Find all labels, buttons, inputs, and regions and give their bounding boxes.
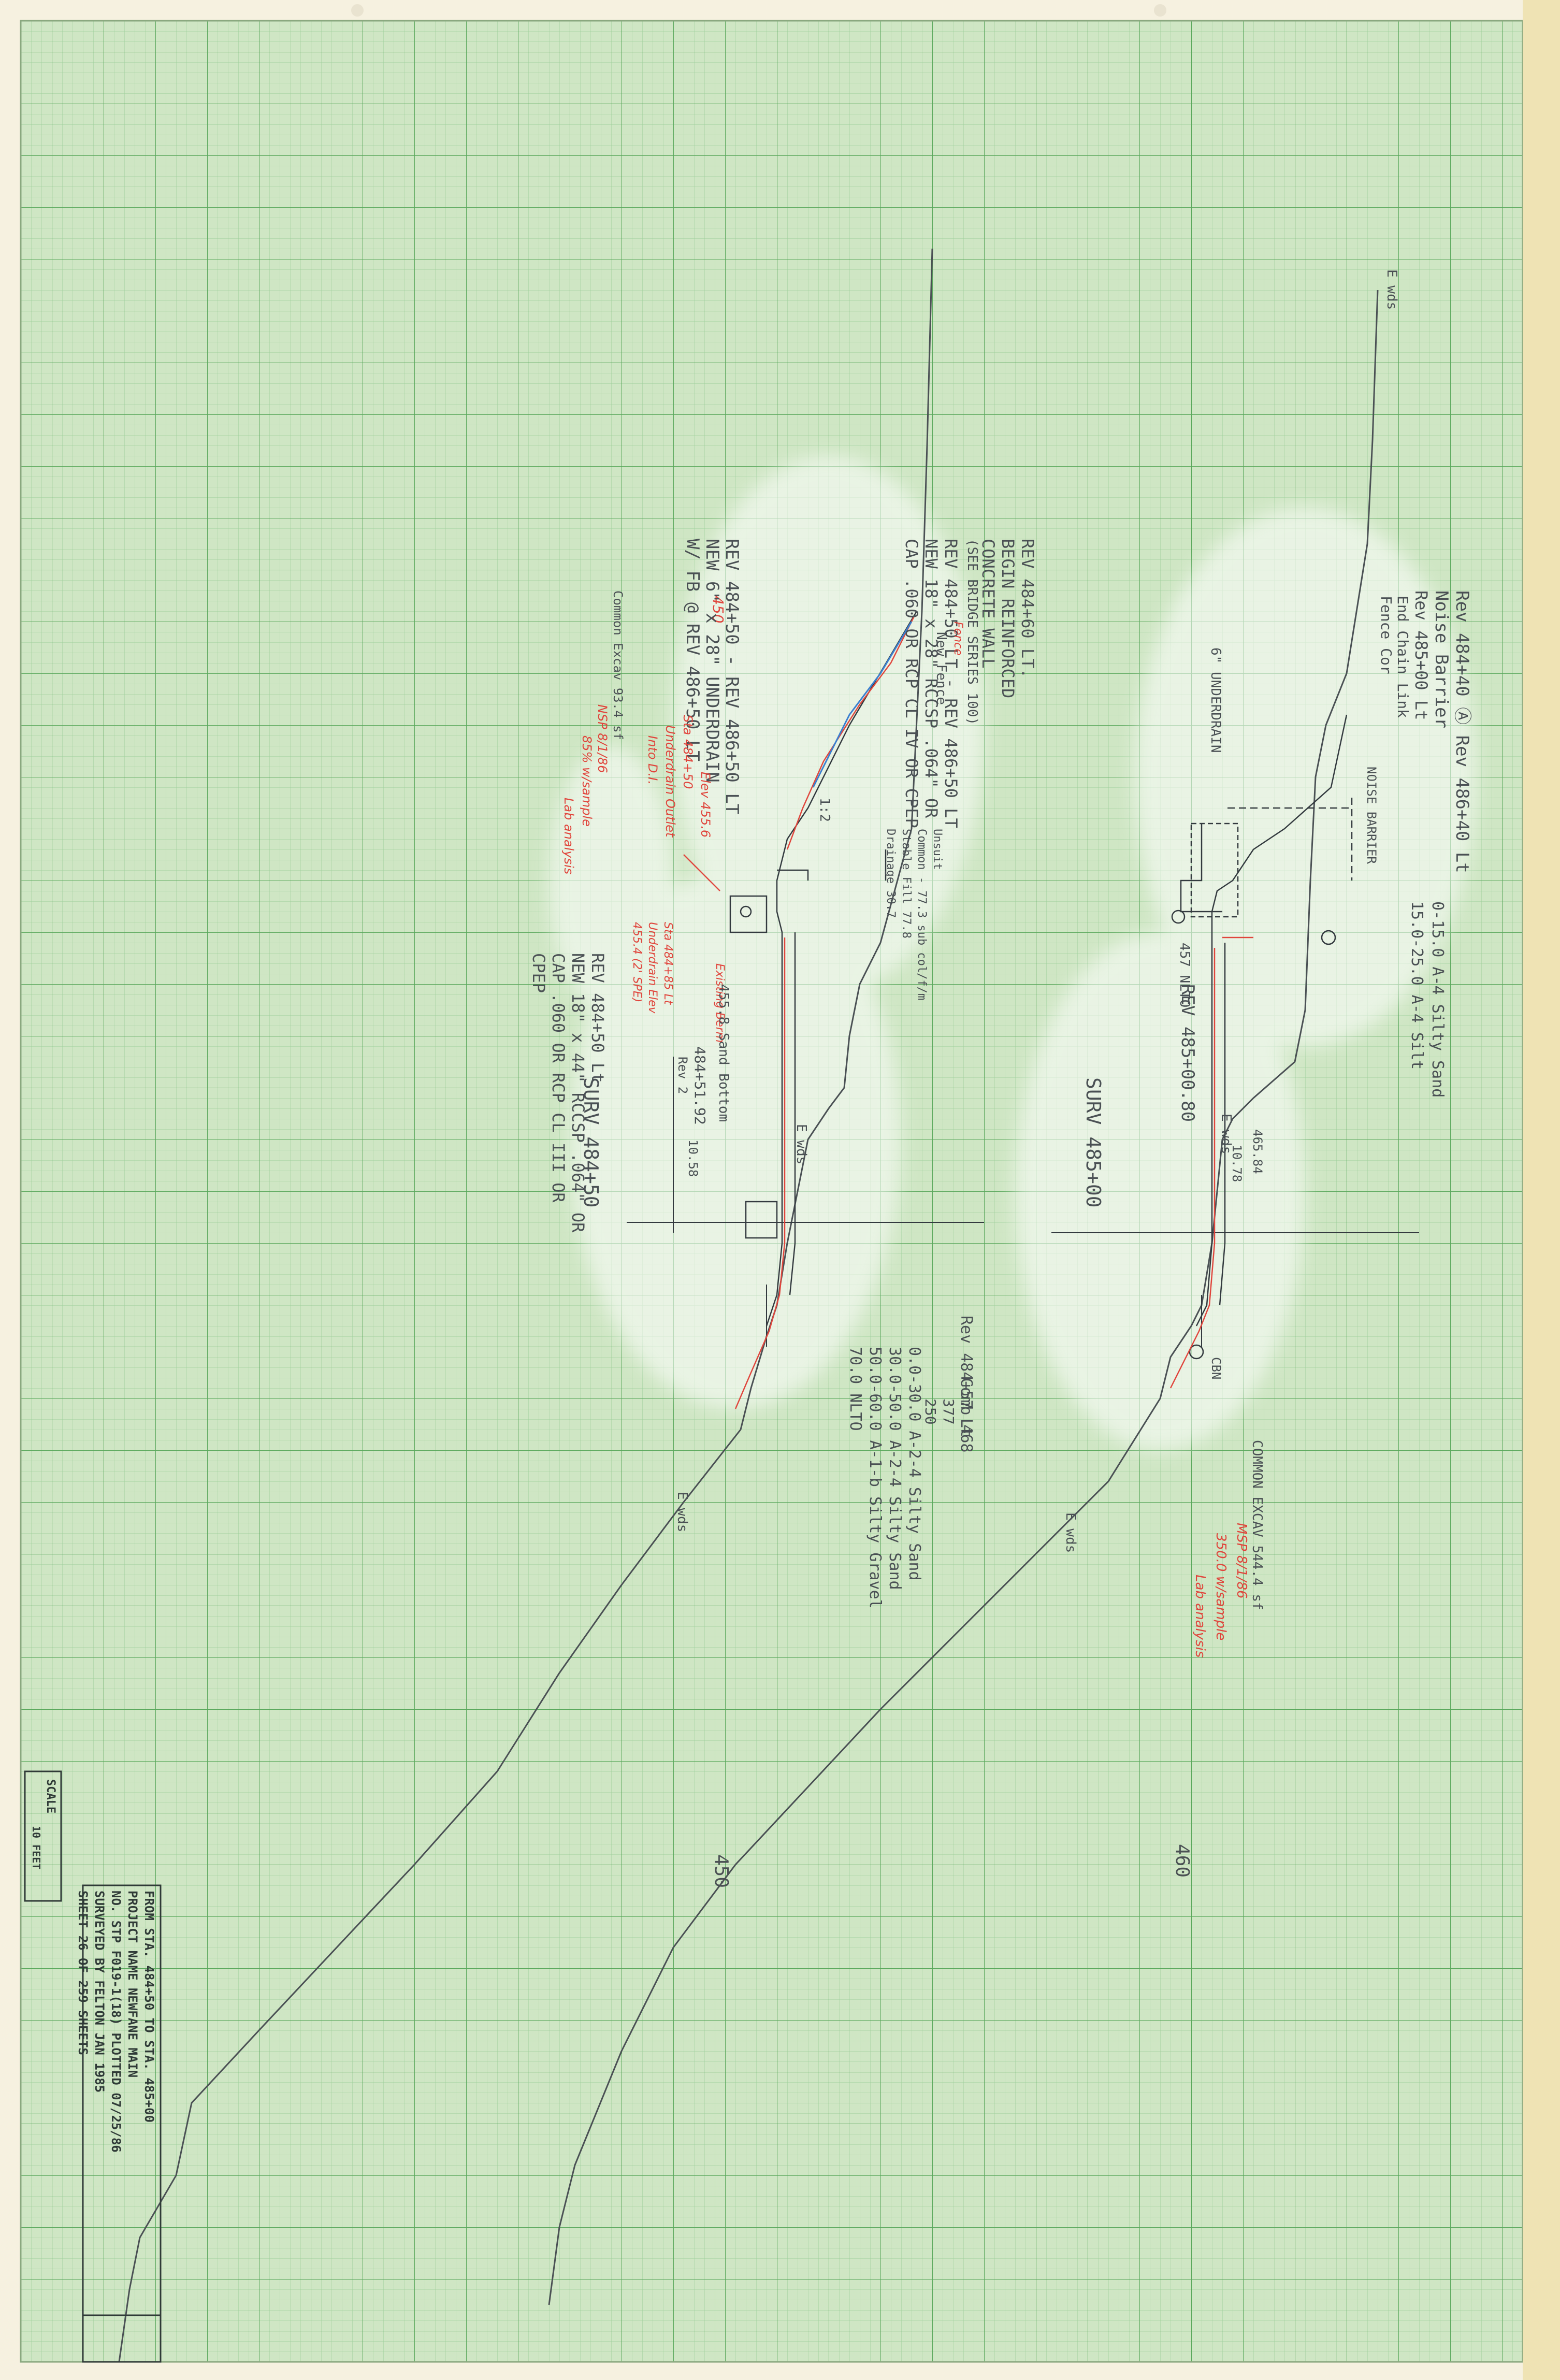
upper-station-label: SURV 485+00 (1082, 1077, 1105, 1208)
upper-note: COMMON EXCAV 544.4 sf (1249, 1440, 1265, 1610)
lower-note: 377 (940, 1398, 957, 1425)
lower-note: CONCRETE WALL (978, 539, 998, 669)
upper-note: Noise Barrier (1431, 590, 1452, 729)
lower-note: 10.58 (686, 1139, 700, 1177)
lower-note: 455.8 Sand Bottom (716, 984, 731, 1122)
upper-red-overlay (1169, 936, 1253, 1389)
lower-note: Into D.I. (645, 735, 660, 785)
upper-note: Rev 484+40 Ⓐ Rev 486+40 Lt (1452, 590, 1472, 873)
lower-note: Stable Fill 77.8 (900, 829, 913, 939)
lower-note: New Fence (933, 632, 949, 705)
lower-note: Rev 2 (675, 1057, 690, 1094)
title-block-line-5: SHEET 26 OF 259 SHEETS (76, 1891, 90, 2055)
lower-note: Unsuit (931, 829, 944, 870)
lower-note: CAP .060 OR RCP CL IV OR CPEP (902, 539, 921, 828)
title-block-line-3: NO. STP F019-1(18) PLOTTED 07/25/86 (109, 1891, 123, 2153)
lower-note: Common - 77.3 sub col/f/m (915, 829, 928, 1001)
upper-proposed-section (1051, 714, 1419, 1360)
lower-ground-profile (118, 248, 933, 2362)
lower-note: Lab analysis (561, 798, 576, 875)
lower-note: 250 (922, 1398, 939, 1425)
lower-note: 30.0-50.0 A-2-4 Silty Sand (886, 1347, 904, 1590)
lower-note: 50.0-60.0 A-1-b Silty Gravel (866, 1347, 884, 1609)
upper-ground-profile (548, 290, 1379, 2305)
title-block-line-1: FROM STA. 484+50 TO STA. 485+00 (142, 1891, 156, 2123)
lower-note: 455.4 (2' SPE) (630, 922, 643, 1003)
lower-note: 1:2 (817, 798, 832, 822)
lower-note: (SEE BRIDGE SERIES 100) (964, 539, 980, 726)
upper-note: 10.78 (1230, 1145, 1244, 1182)
upper-note: MSP 8/1/86 (1234, 1523, 1249, 1599)
lower-note: Elev 455.6 (698, 772, 713, 838)
upper-note: 350.0 w/sample (1213, 1533, 1229, 1641)
lower-note: Common Excav 93.4 sf (611, 590, 625, 740)
lower-note: CPEP (529, 953, 548, 993)
lower-red-overlay (683, 616, 915, 1409)
lower-note: BEGIN REINFORCED (998, 539, 1018, 699)
upper-ewds-bottom: E wds (1063, 1512, 1078, 1553)
lower-note: Sta 484+50 (681, 715, 695, 789)
title-block-frame (24, 1770, 162, 2363)
lower-blue-line (812, 621, 913, 788)
lower-note: Fence (951, 622, 964, 656)
lower-note: 70.0 NLTO (846, 1347, 864, 1431)
lower-note: REV 484+50 Lt (588, 953, 608, 1083)
lower-note: NEW 18" x 44" RCCSP .064" OR (568, 953, 588, 1233)
upper-note: Fence Cor (1378, 596, 1395, 674)
scale-label: SCALE (44, 1779, 57, 1814)
title-block-line-4: SURVEYED BY FELTON JAN 1985 (92, 1891, 107, 2093)
upper-note: 15.0-25.0 A-4 Silt (1408, 901, 1426, 1070)
lower-note: NEW 6" x 28" UNDERDRAIN (702, 539, 723, 783)
upper-note: 465.84 (1250, 1129, 1265, 1174)
lower-note: Comb 468 (957, 1378, 975, 1453)
title-block-line-2: PROJECT NAME NEWFANE MAIN (125, 1891, 140, 2078)
upper-note: 6" UNDERDRAIN (1208, 647, 1223, 753)
upper-note: 0-15.0 A-4 Silty Sand (1428, 901, 1447, 1098)
lower-note: CAP .060 OR RCP CL III OR (548, 953, 568, 1203)
lower-note: Underdrain Elev (646, 922, 659, 1014)
lower-ewds-mid: E wds (793, 1124, 809, 1165)
upper-ewds-top: E wds (1384, 269, 1399, 310)
scale-value: 10 FEET (30, 1826, 42, 1870)
lower-note: 0.0-30.0 A-2-4 Silty Sand (905, 1347, 923, 1581)
lower-elevation-450: 450 (711, 1854, 732, 1888)
lower-note: Drainage 30.7 (884, 829, 897, 918)
lower-note: NSP 8/1/86 (595, 704, 610, 773)
punch-hole (1154, 4, 1166, 17)
lower-note: 484+51.92 (691, 1046, 709, 1125)
lower-note: Underdrain Outlet (663, 725, 677, 838)
lower-note: Sta 484+85 Lt (661, 922, 674, 1005)
upper-note: Rev 485+00 Lt (1411, 590, 1431, 720)
lower-note: REV 484+50 - REV 486+50 LT (721, 539, 742, 815)
punch-hole (351, 4, 364, 17)
lower-note: REV 484+60 LT. (1018, 539, 1037, 679)
upper-note: Lab analysis (1192, 1575, 1208, 1658)
upper-note: NOISE BARRIER (1364, 767, 1379, 864)
upper-note: CBN (1209, 1357, 1223, 1380)
lower-proposed-section (627, 611, 984, 1347)
paper-edge (1523, 0, 1560, 2380)
lower-note: 85% w/sample (580, 735, 594, 827)
upper-elevation-460: 460 (1172, 1844, 1193, 1878)
upper-note: 457 NLTO (1177, 943, 1192, 1008)
upper-note: End Chain Link (1394, 596, 1411, 718)
lower-ewds-bottom: E wds (674, 1492, 690, 1533)
